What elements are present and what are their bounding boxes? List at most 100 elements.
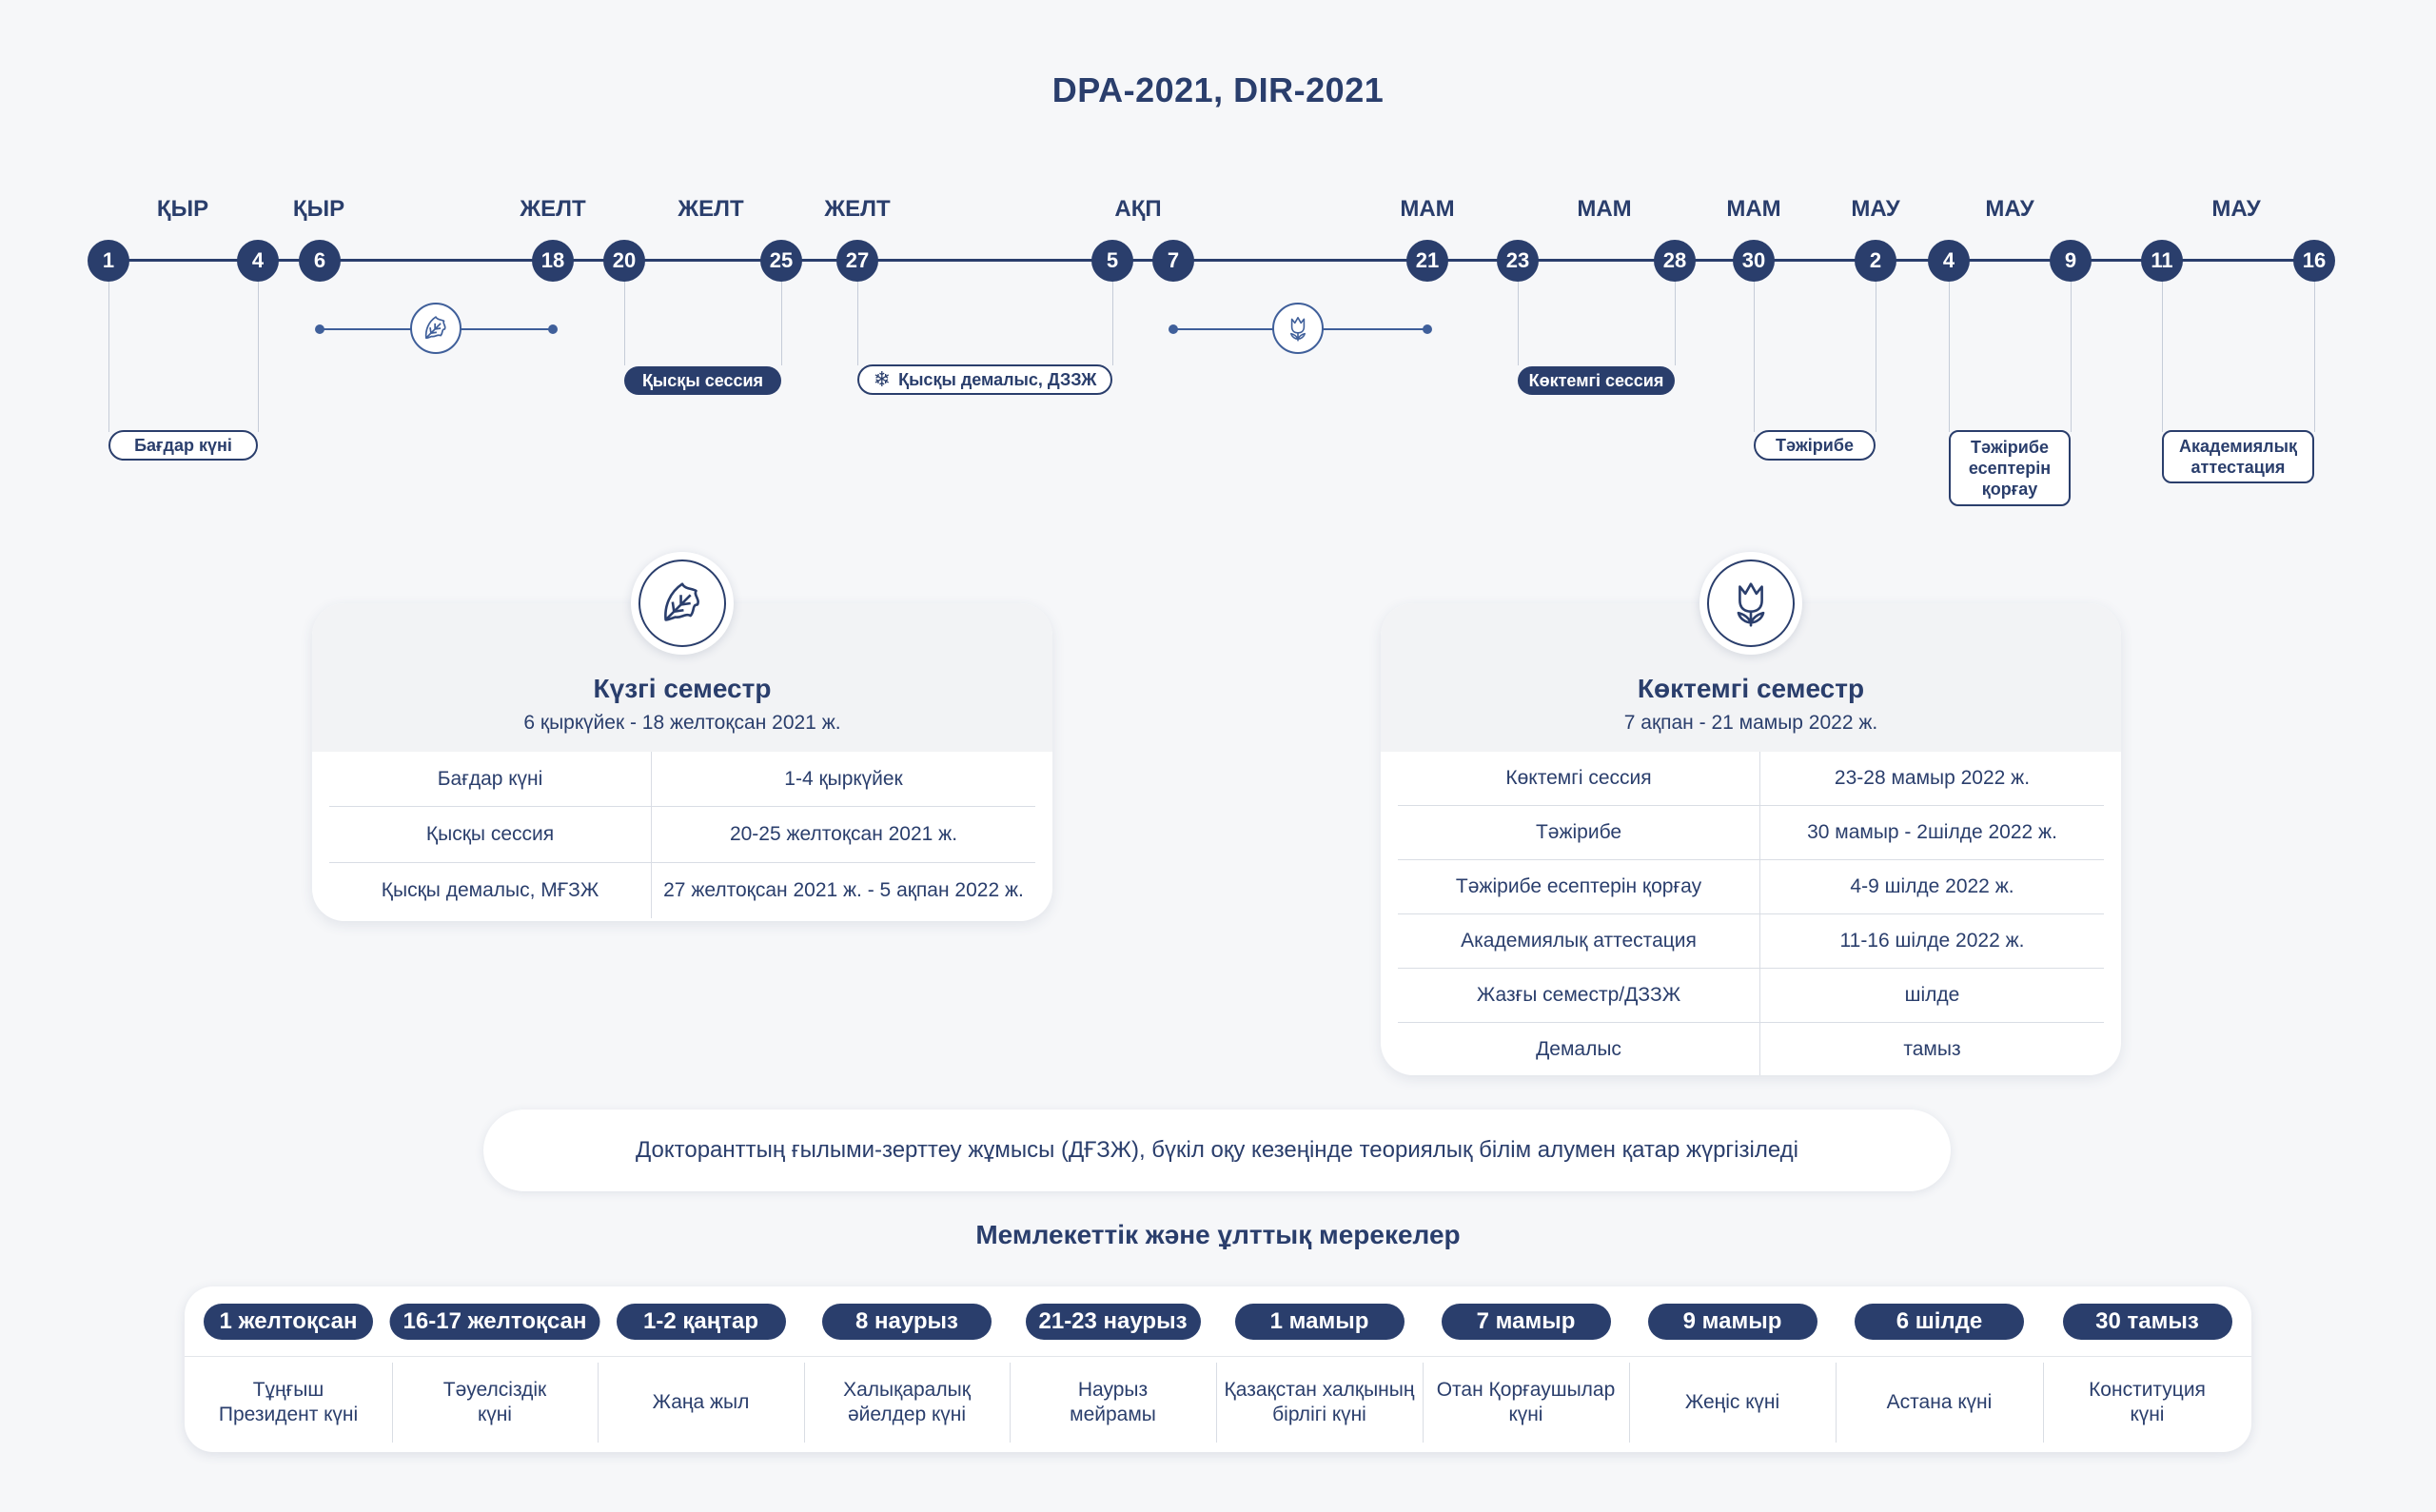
holiday-item: 1-2 қаңтар Жаңа жыл [598, 1286, 804, 1452]
connector-line [2314, 282, 2315, 432]
holiday-item: 30 тамыз Конституция күні [2043, 1286, 2251, 1452]
table-cell: 11-16 шілде 2022 ж. [1839, 930, 2025, 952]
event-practice-defense: Тәжірибе есептерін қорғау [1949, 430, 2071, 506]
table-cell: Жазғы семестр/ДЗЗЖ [1398, 969, 1760, 1022]
range-dot [1169, 324, 1178, 334]
range-dot [315, 324, 324, 334]
table-row: Жазғы семестр/ДЗЗЖ шілде [1398, 969, 2104, 1023]
snowflake-icon: ❄ [873, 367, 892, 391]
holiday-name: Тұңғыш Президент күні [218, 1379, 359, 1425]
event-winter-break-label: Қысқы демалыс, ДЗЗЖ [898, 369, 1097, 389]
month-label: ЖЕЛТ [520, 196, 586, 222]
table-cell: 23-28 мамыр 2022 ж. [1834, 767, 2031, 789]
month-label: МАУ [1851, 196, 1900, 222]
table-row: Демалыс тамыз [1398, 1023, 2104, 1075]
holiday-item: 16-17 желтоқсан Тәуелсіздік күні [389, 1286, 600, 1452]
holiday-name: Астана күні [1886, 1391, 1993, 1413]
day-node: 16 [2293, 240, 2335, 282]
event-attestation: Академиялық аттестация [2162, 430, 2314, 483]
holiday-name: Тәуелсіздік күні [442, 1379, 547, 1425]
month-label: ҚЫР [292, 196, 345, 222]
table-row: Қысқы сессия 20-25 желтоқсан 2021 ж. [329, 807, 1035, 863]
event-winter-session: Қысқы сессия [624, 366, 781, 395]
day-node: 9 [2050, 240, 2092, 282]
event-spring-session: Көктемгі сессия [1518, 366, 1675, 395]
day-node: 4 [1928, 240, 1970, 282]
holiday-date: 9 мамыр [1647, 1304, 1817, 1340]
tulip-icon [1737, 582, 1765, 627]
day-node: 25 [760, 240, 802, 282]
connector-line [781, 282, 782, 365]
table-cell: Академиялық аттестация [1398, 914, 1760, 968]
day-node: 23 [1497, 240, 1539, 282]
tulip-icon [1272, 303, 1324, 354]
holiday-item: 1 мамыр Қазақстан халқының бірлігі күні [1216, 1286, 1423, 1452]
holiday-date: 1-2 қаңтар [616, 1304, 786, 1340]
day-node: 18 [532, 240, 574, 282]
table-row: Бағдар күні 1-4 қыркүйек [329, 752, 1035, 807]
day-node: 30 [1733, 240, 1775, 282]
card-title: Көктемгі семестр [1637, 674, 1865, 703]
holiday-item: 8 наурыз Халықаралық әйелдер күні [804, 1286, 1010, 1452]
month-label: МАМ [1726, 196, 1781, 222]
table-cell: Қысқы сессия [329, 807, 652, 862]
month-label: АҚП [1114, 196, 1162, 222]
day-node: 2 [1855, 240, 1896, 282]
table-cell: Көктемгі сессия [1398, 752, 1760, 805]
day-node: 5 [1091, 240, 1133, 282]
holiday-date: 21-23 наурыз [1025, 1304, 1201, 1340]
day-node: 28 [1654, 240, 1696, 282]
table-cell: 27 желтоқсан 2021 ж. - 5 ақпан 2022 ж. [663, 879, 1024, 901]
holiday-date: 8 наурыз [822, 1304, 992, 1340]
day-node: 11 [2141, 240, 2183, 282]
table-row: Қысқы демалыс, МҒЗЖ 27 желтоқсан 2021 ж.… [329, 863, 1035, 918]
holiday-name: Жеңіс күні [1684, 1391, 1780, 1413]
spring-badge [1699, 552, 1802, 655]
card-title: Күзгі семестр [593, 674, 772, 703]
holiday-date: 7 мамыр [1441, 1304, 1611, 1340]
table-cell: Қысқы демалыс, МҒЗЖ [329, 863, 652, 918]
holiday-name: Наурыз мейрамы [1070, 1379, 1156, 1425]
day-node: 21 [1406, 240, 1448, 282]
table-cell: шілде [1904, 984, 1960, 1006]
event-winter-break: ❄ Қысқы демалыс, ДЗЗЖ [857, 364, 1112, 395]
divider [1010, 1363, 1011, 1443]
holiday-name: Қазақстан халқының бірлігі күні [1224, 1379, 1415, 1425]
table-row: Академиялық аттестация 11-16 шілде 2022 … [1398, 914, 2104, 969]
holiday-name: Конституция күні [2089, 1379, 2206, 1425]
card-table: Көктемгі сессия 23-28 мамыр 2022 ж. Тәжі… [1398, 752, 2104, 1075]
autumn-semester-card: Күзгі семестр 6 қыркүйек - 18 желтоқсан … [312, 603, 1052, 921]
table-cell: 1-4 қыркүйек [784, 767, 903, 790]
holiday-item: 6 шілде Астана күні [1836, 1286, 2043, 1452]
holiday-name: Отан Қорғаушылар күні [1436, 1379, 1616, 1425]
table-row: Тәжірибе 30 мамыр - 2шілде 2022 ж. [1398, 806, 2104, 860]
holiday-item: 9 мамыр Жеңіс күні [1629, 1286, 1836, 1452]
card-subtitle: 7 ақпан - 21 мамыр 2022 ж. [1623, 712, 1878, 734]
spring-semester-card: Көктемгі семестр 7 ақпан - 21 мамыр 2022… [1381, 603, 2121, 1075]
day-node: 7 [1152, 240, 1194, 282]
divider [598, 1363, 599, 1443]
table-cell: Бағдар күні [329, 752, 652, 806]
table-row: Тәжірибе есептерін қорғау 4-9 шілде 2022… [1398, 860, 2104, 914]
holiday-item: 21-23 наурыз Наурыз мейрамы [1010, 1286, 1216, 1452]
divider [1836, 1363, 1837, 1443]
leaf-icon [410, 303, 462, 354]
holiday-date: 1 желтоқсан [204, 1304, 373, 1340]
connector-line [857, 282, 858, 365]
connector-line [1949, 282, 1950, 432]
connector-line [624, 282, 625, 365]
connector-line [1112, 282, 1113, 365]
table-cell: Тәжірибе есептерін қорғау [1398, 860, 1760, 913]
holiday-date: 6 шілде [1855, 1304, 2024, 1340]
page-title: DPA-2021, DIR-2021 [1051, 70, 1385, 109]
holiday-item: 1 желтоқсан Тұңғыш Президент күні [185, 1286, 392, 1452]
holiday-date: 1 мамыр [1234, 1304, 1405, 1340]
research-note: Докторанттың ғылыми-зерттеу жұмысы (ДҒЗЖ… [483, 1109, 1951, 1191]
table-cell: Тәжірибе [1398, 806, 1760, 859]
month-label: МАМ [1400, 196, 1455, 222]
connector-line [2071, 282, 2072, 432]
holiday-name: Жаңа жыл [652, 1391, 750, 1413]
divider [1216, 1363, 1217, 1443]
table-cell: 4-9 шілде 2022 ж. [1850, 875, 2014, 897]
card-header: Күзгі семестр 6 қыркүйек - 18 желтоқсан … [312, 603, 1052, 752]
